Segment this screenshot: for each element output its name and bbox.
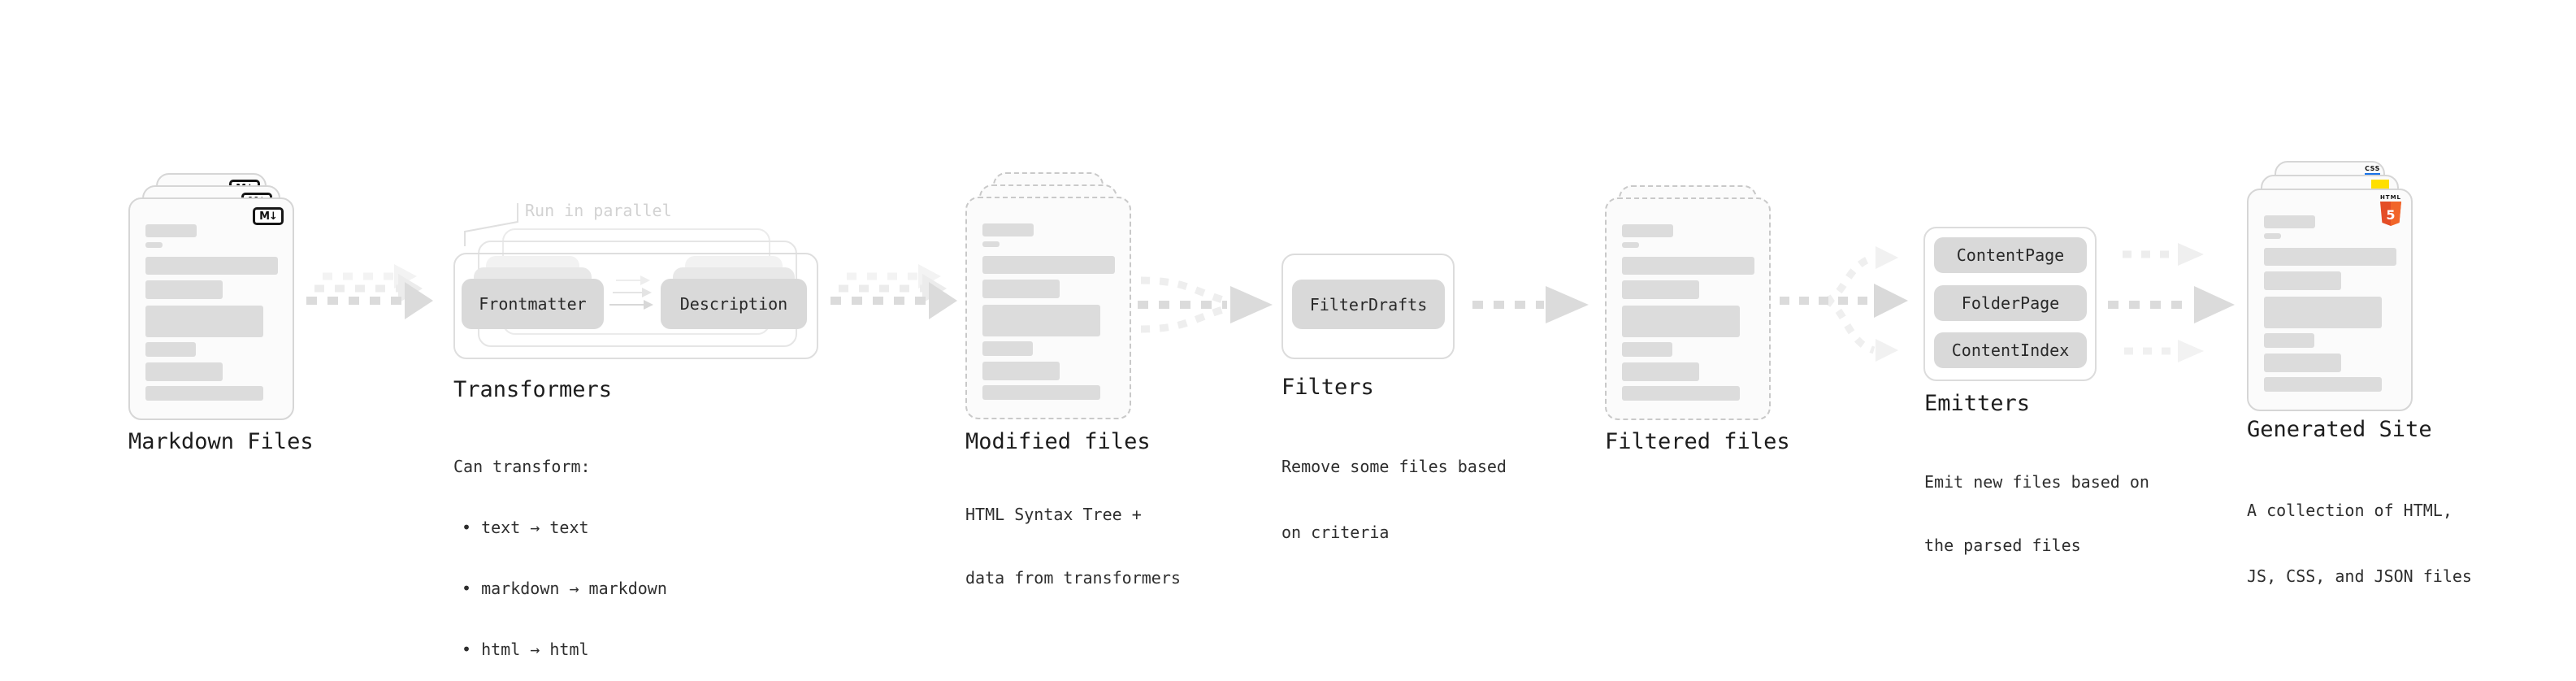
transform-step-arrows-icon xyxy=(609,275,653,310)
text-line-placeholder xyxy=(2264,233,2281,239)
output-arrows-icon xyxy=(2108,243,2235,362)
text-line-placeholder xyxy=(2264,297,2382,328)
text-line-placeholder xyxy=(1622,242,1639,248)
generated-html-file-card: HTML 5 xyxy=(2247,189,2413,411)
modified-files-description: HTML Syntax Tree + data from transformer… xyxy=(965,462,1181,631)
stage-title-transformers: Transformers xyxy=(453,377,613,402)
transformer-box xyxy=(453,253,818,359)
description-line: JS, CSS, and JSON files xyxy=(2247,566,2472,586)
stage-title-modified-files: Modified files xyxy=(965,429,1151,454)
text-line-placeholder xyxy=(982,385,1100,400)
filters-description: Remove some files based on criteria xyxy=(1281,412,1507,588)
frontmatter-pill: Frontmatter xyxy=(462,279,604,329)
stage-title-filtered-files: Filtered files xyxy=(1605,429,1790,454)
text-line-placeholder xyxy=(982,362,1060,380)
text-line-placeholder xyxy=(1622,224,1673,237)
stage-title-filters: Filters xyxy=(1281,375,1374,400)
text-line-placeholder xyxy=(1622,386,1740,401)
text-line-placeholder xyxy=(1622,342,1672,357)
filterdrafts-pill: FilterDrafts xyxy=(1292,280,1445,329)
text-line-placeholder xyxy=(145,362,223,381)
text-line-placeholder xyxy=(145,280,223,299)
text-line-placeholder xyxy=(982,241,1000,247)
stage-title-emitters: Emitters xyxy=(1924,391,2031,416)
text-line-placeholder xyxy=(1622,306,1740,337)
text-line-placeholder xyxy=(2264,248,2396,266)
text-line-placeholder xyxy=(145,224,197,237)
text-line-placeholder xyxy=(2264,215,2315,228)
modified-file-card xyxy=(965,197,1131,419)
split-arrow-icon xyxy=(1780,246,1908,362)
text-line-placeholder xyxy=(982,305,1100,336)
markdown-icon: M↓ xyxy=(253,207,284,225)
text-line-placeholder xyxy=(145,342,196,357)
annotation-leader-line xyxy=(464,203,518,246)
filtered-file-card xyxy=(1605,197,1771,420)
description-line: Emit new files based on xyxy=(1924,472,2149,492)
document-text-placeholder xyxy=(982,223,1115,400)
text-line-placeholder xyxy=(2264,333,2314,348)
description-line: Can transform: xyxy=(453,457,591,476)
html5-icon: HTML 5 xyxy=(2379,194,2401,227)
stage-title-generated-site: Generated Site xyxy=(2247,417,2432,442)
emitters-description: Emit new files based on the parsed files xyxy=(1924,429,2149,598)
description-line: HTML Syntax Tree + xyxy=(965,505,1142,524)
text-line-placeholder xyxy=(982,223,1034,236)
text-line-placeholder xyxy=(1622,362,1699,381)
text-line-placeholder xyxy=(982,280,1060,298)
document-text-placeholder xyxy=(1622,224,1754,401)
description-line: A collection of HTML, xyxy=(2247,501,2452,520)
js-icon xyxy=(2371,180,2389,189)
description-line: the parsed files xyxy=(1924,536,2081,555)
transformers-description: Can transform: • text → text • markdown … xyxy=(453,416,667,681)
merge-arrow-icon xyxy=(1138,276,1273,333)
flow-arrow-icon xyxy=(830,264,957,319)
svg-text:5: 5 xyxy=(2386,207,2395,223)
text-line-placeholder xyxy=(2264,271,2341,290)
text-line-placeholder xyxy=(982,341,1033,356)
css-icon: CSS xyxy=(2365,165,2380,176)
document-text-placeholder xyxy=(145,224,278,401)
flow-arrow-icon xyxy=(1472,286,1589,323)
folderpage-pill: FolderPage xyxy=(1934,285,2087,321)
text-line-placeholder xyxy=(2264,354,2341,372)
text-line-placeholder xyxy=(2264,377,2382,392)
text-line-placeholder xyxy=(1622,257,1754,275)
document-text-placeholder xyxy=(2264,215,2396,392)
text-line-placeholder xyxy=(145,306,263,337)
text-line-placeholder xyxy=(145,242,163,248)
stage-title-markdown-files: Markdown Files xyxy=(128,429,314,454)
description-line: data from transformers xyxy=(965,568,1181,588)
flow-arrow-icon xyxy=(306,264,433,319)
bullet-line: • markdown → markdown xyxy=(462,579,667,598)
generated-site-description: A collection of HTML, JS, CSS, and JSON … xyxy=(2247,456,2472,631)
description-line: on criteria xyxy=(1281,523,1390,542)
contentpage-pill: ContentPage xyxy=(1934,237,2087,273)
text-line-placeholder xyxy=(145,386,263,401)
html5-shield: 5 xyxy=(2379,202,2401,227)
bullet-line: • html → html xyxy=(462,640,589,659)
description-line: Remove some files based xyxy=(1281,457,1507,476)
text-line-placeholder xyxy=(982,256,1115,274)
markdown-file-card: M↓ xyxy=(128,197,294,420)
contentindex-pill: ContentIndex xyxy=(1934,332,2087,368)
text-line-placeholder xyxy=(1622,280,1699,299)
annotation-run-in-parallel: Run in parallel xyxy=(525,201,672,220)
bullet-line: • text → text xyxy=(462,518,589,537)
text-line-placeholder xyxy=(145,257,278,275)
description-pill: Description xyxy=(661,279,807,329)
